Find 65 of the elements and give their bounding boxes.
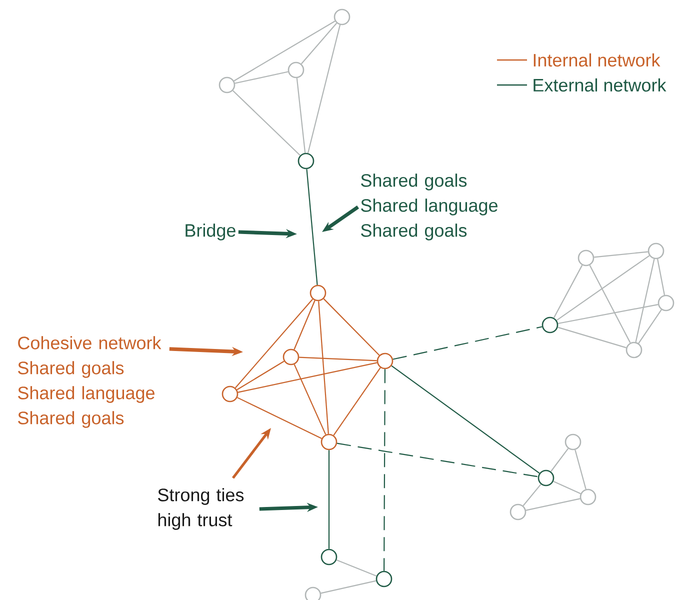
network-link <box>294 364 326 435</box>
network-link <box>526 498 580 511</box>
network-link <box>328 450 330 549</box>
annotation-text: Bridge <box>186 224 236 240</box>
network-node <box>580 488 596 506</box>
network-node <box>648 242 664 260</box>
network-link <box>550 448 569 472</box>
network-link <box>234 71 288 84</box>
network-link <box>238 362 378 393</box>
network-link <box>558 304 658 324</box>
legend-label: External network <box>534 78 666 92</box>
network-link <box>296 78 306 153</box>
network-link <box>333 367 381 436</box>
network-link <box>635 258 655 342</box>
network-link <box>234 20 336 82</box>
network-link <box>323 298 380 356</box>
network-link <box>300 22 338 64</box>
network-node <box>510 504 526 520</box>
network-node <box>288 62 304 78</box>
network-link <box>384 369 386 571</box>
network-link <box>336 442 538 478</box>
network-node <box>222 386 238 402</box>
network-link <box>318 301 329 434</box>
network-node <box>564 434 582 450</box>
network-node <box>282 348 300 366</box>
network-link <box>638 309 662 344</box>
network-node <box>376 352 394 370</box>
network-link <box>306 169 318 285</box>
network-link <box>320 580 376 594</box>
network-node <box>320 548 338 566</box>
network-link <box>553 264 583 318</box>
network-link <box>522 484 542 506</box>
network-link <box>294 300 316 350</box>
network-link <box>299 356 377 362</box>
network-link <box>391 365 540 474</box>
network-link <box>237 397 322 439</box>
network-node <box>542 316 558 334</box>
legend-label: Internal network <box>534 53 660 67</box>
network-node <box>578 250 594 266</box>
annotation-text: Cohesive network Shared goals Shared language Shared goals <box>18 336 162 428</box>
network-link <box>307 24 341 154</box>
network-link <box>234 298 314 388</box>
network-link <box>574 450 586 490</box>
network-node <box>310 284 326 302</box>
annotation-text: Strong ties high trust <box>158 488 244 530</box>
network-link <box>553 480 581 494</box>
network-node <box>298 152 314 170</box>
network-node <box>376 570 392 588</box>
network-node <box>658 294 674 312</box>
annotation-text: Shared goals Shared language Shared goals <box>361 174 498 240</box>
network-link <box>236 360 284 390</box>
network-link <box>594 251 648 258</box>
network-link <box>232 90 301 156</box>
network-link <box>392 326 542 360</box>
network-link <box>556 255 650 321</box>
network-link <box>657 258 666 296</box>
network-node <box>538 470 554 486</box>
network-node <box>320 434 338 450</box>
network-link <box>558 326 626 348</box>
network-node <box>218 76 236 94</box>
network-node <box>334 8 350 26</box>
network-link <box>589 264 631 344</box>
network-node <box>626 342 642 358</box>
network-link <box>336 560 377 576</box>
network-node <box>304 586 322 600</box>
